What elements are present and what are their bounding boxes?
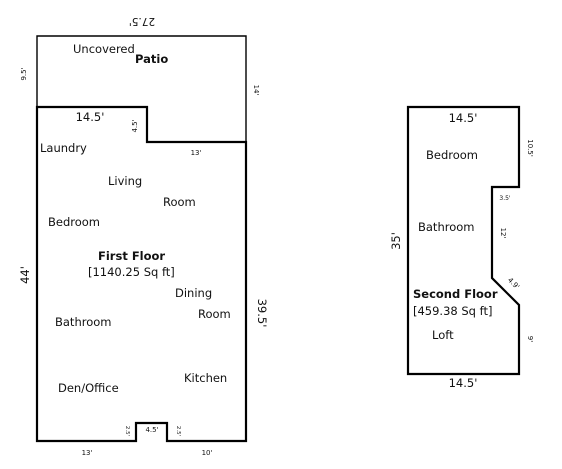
dim-step-bottom: 13' — [191, 149, 202, 157]
dim-second-jog: 3.5' — [499, 195, 511, 202]
dim-patio-right: 14' — [252, 85, 260, 96]
first-floor-outline — [35, 105, 248, 443]
dining-room-label-line1: Dining — [175, 286, 212, 300]
dim-left-length: 44' — [18, 266, 32, 284]
patio-label-line1: Uncovered — [73, 42, 135, 56]
dim-second-top: 14.5' — [449, 111, 478, 125]
bathroom-label: Bathroom — [55, 315, 111, 329]
dim-bottom-right: 10' — [202, 449, 213, 457]
second-floor-plan: Bedroom Bathroom Second Floor [459.38 Sq… — [389, 105, 534, 390]
loft-label: Loft — [432, 328, 454, 342]
dim-top-width: 27.5' — [129, 15, 155, 27]
first-floor-plan: Uncovered Patio Laundry Living Room Bedr… — [18, 15, 269, 457]
living-room-label-line1: Living — [108, 174, 142, 188]
dim-bottom-left: 13' — [82, 449, 93, 457]
dim-second-bottom: 14.5' — [449, 376, 478, 390]
laundry-label: Laundry — [40, 141, 87, 155]
dim-second-right-bottom: 9' — [526, 336, 534, 342]
dim-patio-left: 9.5' — [20, 67, 28, 80]
second-bathroom-label: Bathroom — [418, 220, 474, 234]
second-floor-area: [459.38 Sq ft] — [413, 304, 492, 318]
patio-outline — [36, 35, 247, 142]
dim-notch-width: 4.5' — [145, 426, 158, 434]
bedroom-label: Bedroom — [48, 215, 100, 229]
dim-notch-right: 2.5' — [175, 426, 181, 436]
dim-second-mid: 12' — [499, 228, 507, 239]
first-floor-area: [1140.25 Sq ft] — [88, 265, 175, 279]
first-floor-title: First Floor — [98, 249, 165, 263]
dim-step-top: 14.5' — [76, 110, 105, 124]
dim-notch-left: 2.5' — [124, 426, 130, 436]
dim-second-diagonal: 4.9' — [506, 276, 521, 291]
patio-label-line2: Patio — [135, 52, 168, 66]
dim-second-left: 35' — [389, 232, 403, 250]
dining-room-label-line2: Room — [198, 307, 231, 321]
second-bedroom-label: Bedroom — [426, 148, 478, 162]
den-office-label: Den/Office — [58, 381, 119, 395]
dim-step-vertical: 4.5' — [131, 119, 139, 132]
living-room-label-line2: Room — [163, 195, 196, 209]
second-floor-title: Second Floor — [413, 287, 498, 301]
dim-second-right-top: 10.5' — [526, 139, 534, 157]
dim-right-length: 39.5' — [255, 299, 269, 328]
second-floor-outline — [406, 105, 521, 376]
kitchen-label: Kitchen — [184, 371, 227, 385]
